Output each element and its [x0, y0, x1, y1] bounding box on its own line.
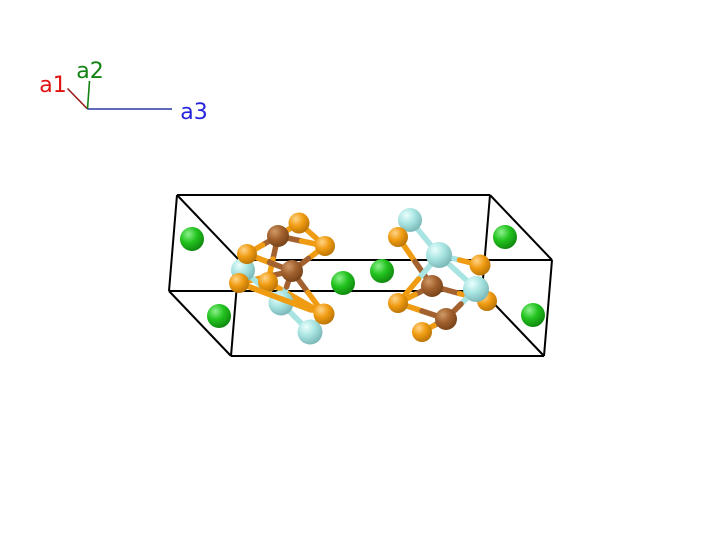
cell-edge [168, 194, 178, 292]
green-atom [180, 227, 204, 251]
bond-half [249, 285, 285, 302]
cell-edge [543, 259, 553, 357]
orange-atom [288, 212, 310, 234]
orange-atom [388, 293, 408, 313]
orange-atom [313, 303, 335, 325]
atoms [180, 208, 545, 345]
green-atom [493, 225, 517, 249]
green-atom [331, 271, 355, 295]
cell-edge [168, 290, 232, 357]
axis-label-a1: a1 [39, 73, 66, 98]
orange-atom [315, 236, 335, 256]
orange-atom [469, 254, 491, 276]
axis-line-a2 [86, 80, 91, 110]
axes-widget: a1 a2 a3 [39, 59, 207, 125]
brown-atom [421, 275, 443, 297]
axis-line-a1 [66, 87, 89, 110]
orange-atom [388, 227, 408, 247]
green-atom [370, 259, 394, 283]
cyan-atom [426, 242, 452, 268]
cyan-atom [297, 319, 323, 345]
brown-atom [267, 225, 289, 247]
cell-edge [176, 194, 240, 261]
cell-edge [489, 194, 553, 261]
bond-half [278, 296, 314, 313]
cyan-atom [463, 276, 489, 302]
green-atom [207, 304, 231, 328]
axis-label-a3: a3 [180, 100, 207, 125]
brown-atom [435, 308, 457, 330]
green-atom [521, 303, 545, 327]
cell-edge [481, 194, 491, 292]
axis-label-a2: a2 [76, 59, 103, 84]
orange-atom [237, 244, 257, 264]
brown-atom [281, 260, 303, 282]
cyan-atom [398, 208, 422, 232]
front-bonds [249, 285, 314, 313]
orange-atom [258, 272, 278, 292]
unit-cell-edges [168, 194, 553, 357]
orange-atom [412, 322, 432, 342]
orange-atom [229, 273, 249, 293]
